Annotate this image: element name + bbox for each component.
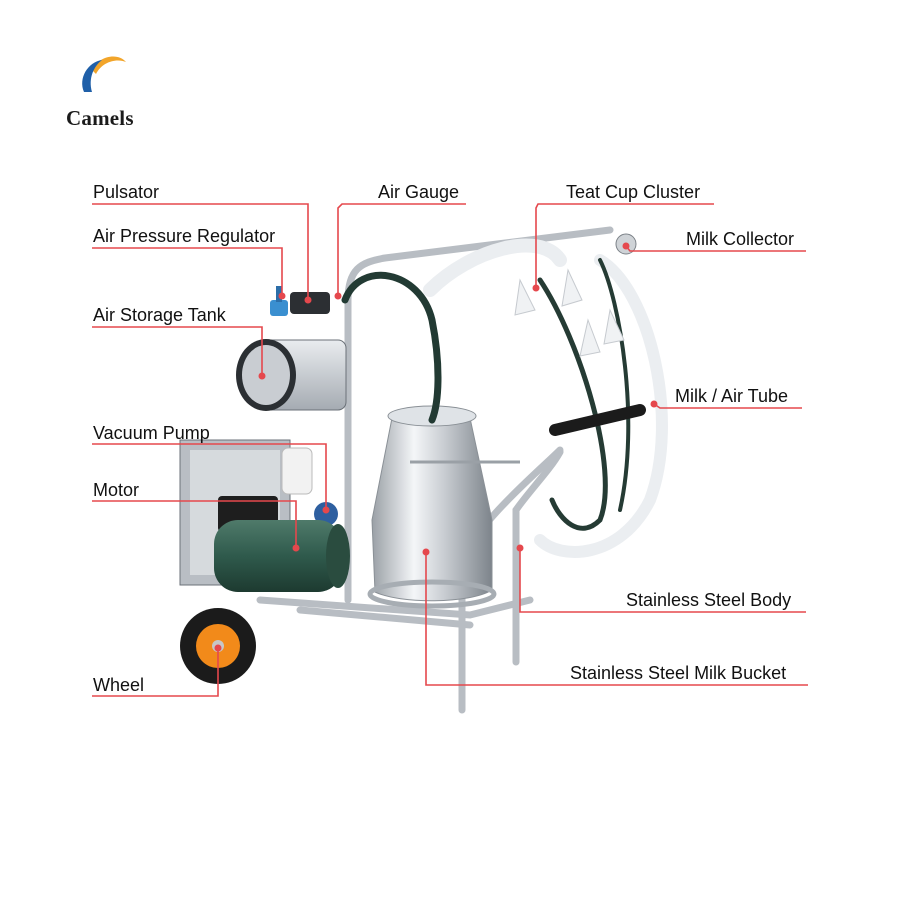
label-air-pressure-regulator: Air Pressure Regulator (93, 226, 276, 246)
hoses (341, 238, 668, 558)
milk-bucket (367, 405, 520, 609)
motor (214, 496, 350, 592)
label-wheel: Wheel (93, 675, 145, 695)
label-milk-air-tube: Milk / Air Tube (675, 386, 789, 406)
teat-cup-cluster (514, 233, 637, 357)
callout-lines (92, 203, 808, 697)
brand-name: Camels (66, 106, 134, 130)
label-vacuum-pump: Vacuum Pump (93, 423, 210, 443)
label-motor: Motor (93, 480, 140, 500)
label-air-storage-tank: Air Storage Tank (93, 305, 226, 325)
pulsator-unit (270, 286, 330, 316)
label-milk-collector: Milk Collector (686, 229, 795, 249)
callout-dots (214, 242, 658, 652)
camels-logo (82, 56, 126, 92)
air-storage-tank (236, 339, 347, 411)
label-stainless-steel-milk-bucket: Stainless Steel Milk Bucket (570, 663, 787, 683)
label-air-gauge: Air Gauge (378, 182, 460, 202)
label-pulsator: Pulsator (93, 182, 160, 202)
label-stainless-steel-body: Stainless Steel Body (626, 590, 792, 610)
label-teat-cup-cluster: Teat Cup Cluster (566, 182, 701, 202)
